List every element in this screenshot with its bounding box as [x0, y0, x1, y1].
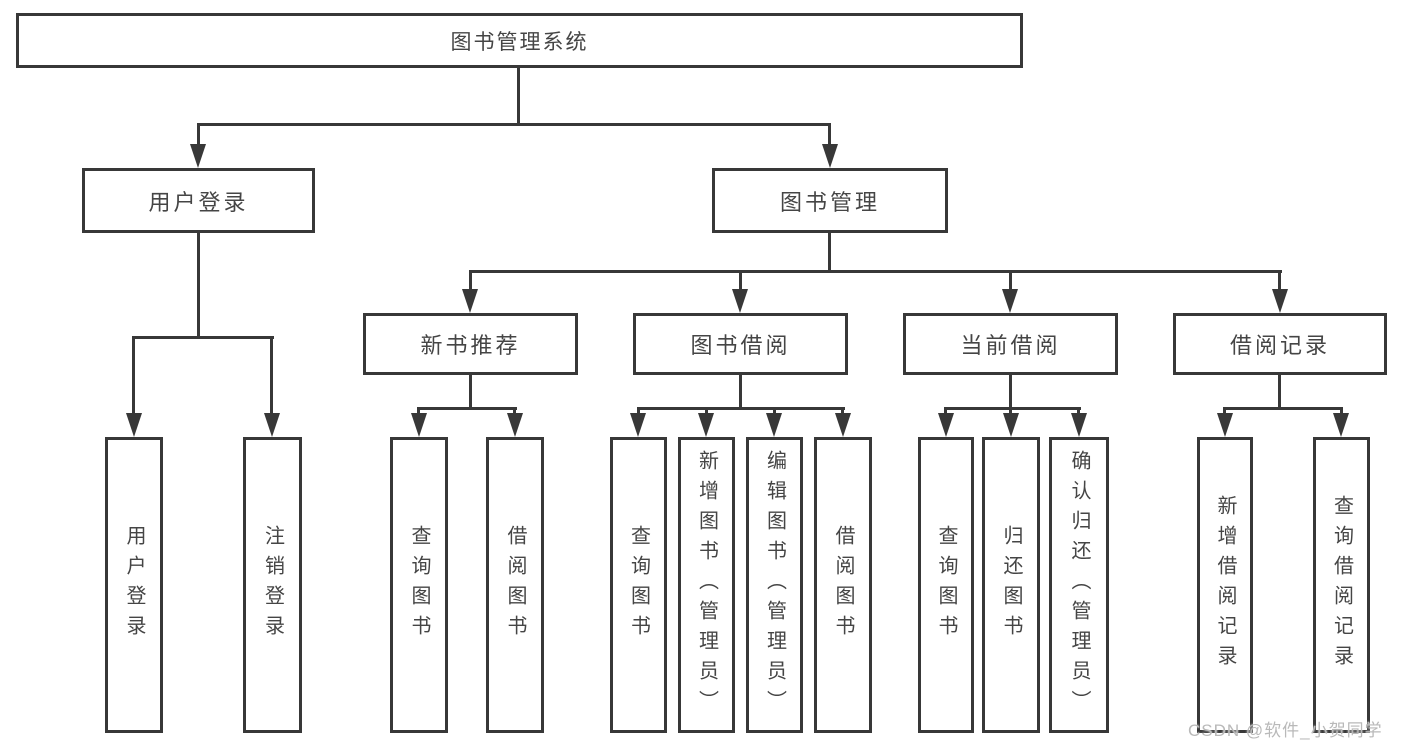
arrow-down-icon: [1272, 289, 1288, 313]
leaf-label: 确认归还（管理员）: [1068, 450, 1090, 720]
connector-drop-new-book-recommend: [469, 270, 472, 291]
leaf-label: 注销登录: [261, 525, 284, 645]
leaf-add-borrow-record: 新增借阅记录: [1197, 437, 1253, 733]
connector-root-stub: [517, 68, 520, 126]
leaf-label: 查询借阅记录: [1330, 495, 1353, 675]
leaf-label: 查询图书: [408, 525, 430, 645]
node-user-login: 用户登录: [82, 168, 315, 233]
arrow-down-icon: [411, 413, 427, 437]
node-book-management: 图书管理: [712, 168, 948, 233]
leaf-label: 查询图书: [935, 525, 957, 645]
connector-drop: [944, 407, 947, 416]
leaf-query-books-borrow: 查询图书: [610, 437, 667, 733]
arrow-down-icon: [1002, 289, 1018, 313]
connector-level1-hline: [197, 123, 831, 126]
node-library-system: 图书管理系统: [16, 13, 1023, 68]
leaf-label: 归还图书: [1000, 525, 1022, 645]
leaf-query-books-current: 查询图书: [918, 437, 974, 733]
leaf-add-books-admin: 新增图书（管理员）: [678, 437, 735, 733]
connector-drop-leaf-logout: [270, 336, 273, 415]
arrow-down-icon: [1217, 413, 1233, 437]
connector-drop-borrow-records: [1278, 270, 1281, 291]
connector-drop-user-login: [197, 123, 200, 146]
leaf-query-books-recommend: 查询图书: [390, 437, 448, 733]
arrow-down-icon: [938, 413, 954, 437]
arrow-down-icon: [462, 289, 478, 313]
connector-borrow-records-hline: [1223, 407, 1343, 410]
leaf-user-login: 用户登录: [105, 437, 163, 733]
connector-drop: [417, 407, 420, 416]
leaf-return-books: 归还图书: [982, 437, 1040, 733]
arrow-down-icon: [507, 413, 523, 437]
connector-drop-book-management: [828, 123, 831, 146]
leaf-confirm-return-admin: 确认归还（管理员）: [1049, 437, 1109, 733]
node-borrow-records: 借阅记录: [1173, 313, 1387, 375]
node-book-borrow: 图书借阅: [633, 313, 848, 375]
arrow-down-icon: [630, 413, 646, 437]
connector-drop: [513, 407, 516, 416]
connector-current-borrow-hline: [944, 407, 1081, 410]
node-current-borrow: 当前借阅: [903, 313, 1118, 375]
leaf-label: 借阅图书: [504, 525, 526, 645]
connector-book-borrow-hline: [637, 407, 845, 410]
connector-user-login-hline: [132, 336, 274, 339]
connector-user-login-stub: [197, 233, 200, 339]
leaf-edit-books-admin: 编辑图书（管理员）: [746, 437, 803, 733]
csdn-watermark: CSDN @软件_小贺同学: [1188, 721, 1383, 740]
leaf-label: 新增借阅记录: [1214, 495, 1236, 675]
connector-drop: [637, 407, 640, 416]
leaf-logout: 注销登录: [243, 437, 302, 733]
connector-drop: [1077, 407, 1080, 416]
leaf-borrow-books-recommend: 借阅图书: [486, 437, 544, 733]
connector-book-borrow-stub: [739, 375, 742, 410]
connector-borrow-records-stub: [1278, 375, 1281, 410]
connector-drop: [1340, 407, 1343, 416]
arrow-down-icon: [1333, 413, 1349, 437]
connector-drop: [1009, 407, 1012, 416]
connector-new-book-recommend-stub: [469, 375, 472, 410]
arrow-down-icon: [698, 413, 714, 437]
connector-drop: [1223, 407, 1226, 416]
arrow-down-icon: [190, 144, 206, 168]
arrow-down-icon: [835, 413, 851, 437]
connector-drop: [705, 407, 708, 416]
arrow-down-icon: [766, 413, 782, 437]
leaf-label: 用户登录: [123, 525, 145, 645]
leaf-label: 编辑图书（管理员）: [763, 450, 786, 720]
arrow-down-icon: [1071, 413, 1087, 437]
connector-current-borrow-stub: [1009, 375, 1012, 410]
arrow-down-icon: [126, 413, 142, 437]
connector-drop-book-borrow: [739, 270, 742, 291]
arrow-down-icon: [264, 413, 280, 437]
leaf-label: 新增图书（管理员）: [695, 450, 718, 720]
leaf-label: 查询图书: [627, 525, 650, 645]
node-new-book-recommend: 新书推荐: [363, 313, 578, 375]
connector-level2-hline: [469, 270, 1282, 273]
leaf-label: 借阅图书: [832, 525, 854, 645]
arrow-down-icon: [822, 144, 838, 168]
leaf-query-borrow-record: 查询借阅记录: [1313, 437, 1370, 733]
connector-drop: [841, 407, 844, 416]
connector-drop-leaf-user-login: [132, 336, 135, 415]
leaf-borrow-books: 借阅图书: [814, 437, 872, 733]
connector-drop: [773, 407, 776, 416]
arrow-down-icon: [1003, 413, 1019, 437]
connector-new-book-recommend-hline: [417, 407, 517, 410]
connector-drop-current-borrow: [1009, 270, 1012, 291]
connector-book-management-stub: [828, 233, 831, 273]
arrow-down-icon: [732, 289, 748, 313]
